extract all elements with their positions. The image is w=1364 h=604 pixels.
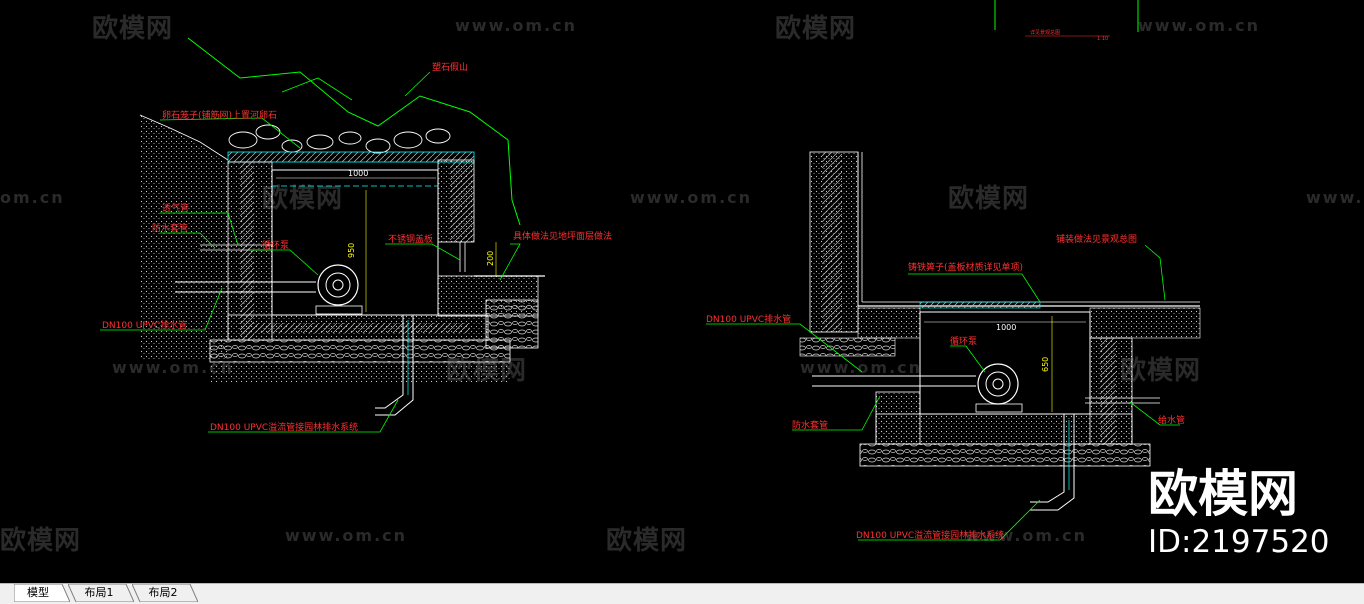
watermark-url: www.om.cn xyxy=(112,358,235,377)
tab-shape xyxy=(14,584,70,602)
brand-logo-text: 欧模网 xyxy=(1148,465,1298,523)
watermark-url: www.om.cn xyxy=(800,358,923,377)
tab-layout2[interactable]: 布局2 xyxy=(132,584,198,602)
label-rockery: 塑石假山 xyxy=(432,62,468,73)
watermark-url: www.om.cn xyxy=(285,526,408,545)
right-section-detail: 详见景观总图 1:10 xyxy=(706,0,1201,541)
label-dn100-overflow: DN100 UPVC溢流管接园林排水系统 xyxy=(210,421,358,433)
tab-layout1-label: 布局1 xyxy=(84,586,114,599)
label-dn100-drain: DN100 UPVC排水管 xyxy=(706,313,791,325)
label-top-note: 详见景观总图 xyxy=(1030,29,1060,36)
watermark-logo: 欧模网 xyxy=(948,184,1030,214)
model-id: ID:2197520 xyxy=(1148,524,1330,560)
cad-drawing: 塑石假山 卵石笼子(铺筋网)上置河卵石 透气管 防水套管 循环泵 不锈钢盖板 具… xyxy=(100,0,1201,541)
watermark-url: www.om.cn xyxy=(1138,16,1261,35)
label-supply-pipe: 给水管 xyxy=(1158,414,1185,426)
label-pump: 循环泵 xyxy=(950,335,977,347)
dim-height: 950 xyxy=(347,243,356,258)
label-cobble-cage: 卵石笼子(铺筋网)上置河卵石 xyxy=(162,109,277,121)
watermark-url: www.om.cn xyxy=(630,188,753,207)
label-pump: 循环泵 xyxy=(262,239,289,251)
label-top-scale: 1:10 xyxy=(1097,36,1108,42)
layout-tab-bar: 模型 布局1 布局2 xyxy=(0,583,1364,604)
watermark-logo: 欧模网 xyxy=(775,14,857,44)
label-finish: 铺装做法见景观总图 xyxy=(1056,233,1137,245)
cad-model-viewport[interactable]: 欧模网 www.om.cn 欧模网 www.om.cn om.cn 欧模网 ww… xyxy=(0,0,1364,583)
watermark-logo: 欧模网 xyxy=(92,14,174,44)
watermark-logo: 欧模网 xyxy=(606,526,688,556)
watermark-logo: 欧模网 xyxy=(0,526,82,556)
watermark-logo: 欧模网 xyxy=(1120,356,1202,386)
watermark-logo: 欧模网 xyxy=(262,184,344,214)
left-section-detail: 塑石假山 卵石笼子(铺筋网)上置河卵石 透气管 防水套管 循环泵 不锈钢盖板 具… xyxy=(100,37,612,433)
tab-layout1[interactable]: 布局1 xyxy=(68,584,134,602)
tab-model[interactable]: 模型 xyxy=(14,584,70,602)
label-dn100-overflow: DN100 UPVC溢流管接园林排水系统 xyxy=(856,529,1004,541)
watermark-url: om.cn xyxy=(0,188,65,207)
tab-layout2-label: 布局2 xyxy=(148,586,178,599)
watermark-url: www.om.cn xyxy=(455,16,578,35)
label-wall-finish: 具体做法见地坪面层做法 xyxy=(513,230,612,242)
dim-width: 1000 xyxy=(348,169,368,178)
label-waterproof-sleeve: 防水套管 xyxy=(792,419,828,431)
dim-small: 200 xyxy=(486,251,495,266)
label-waterproof-sleeve: 防水套管 xyxy=(152,222,188,234)
label-steel-cover: 不锈钢盖板 xyxy=(388,233,433,245)
tab-shape xyxy=(132,584,198,602)
label-air-pipe: 透气管 xyxy=(162,202,189,214)
dim-width: 1000 xyxy=(996,323,1016,332)
tab-model-label: 模型 xyxy=(27,586,49,599)
label-dn100-drain: DN100 UPVC排水管 xyxy=(102,319,187,331)
dim-height: 650 xyxy=(1041,357,1050,372)
label-grate: 铸铁箅子(盖板材质详见单项) xyxy=(908,261,1023,273)
watermark-url: www.om.cn xyxy=(1306,188,1364,207)
tab-shape xyxy=(68,584,134,602)
